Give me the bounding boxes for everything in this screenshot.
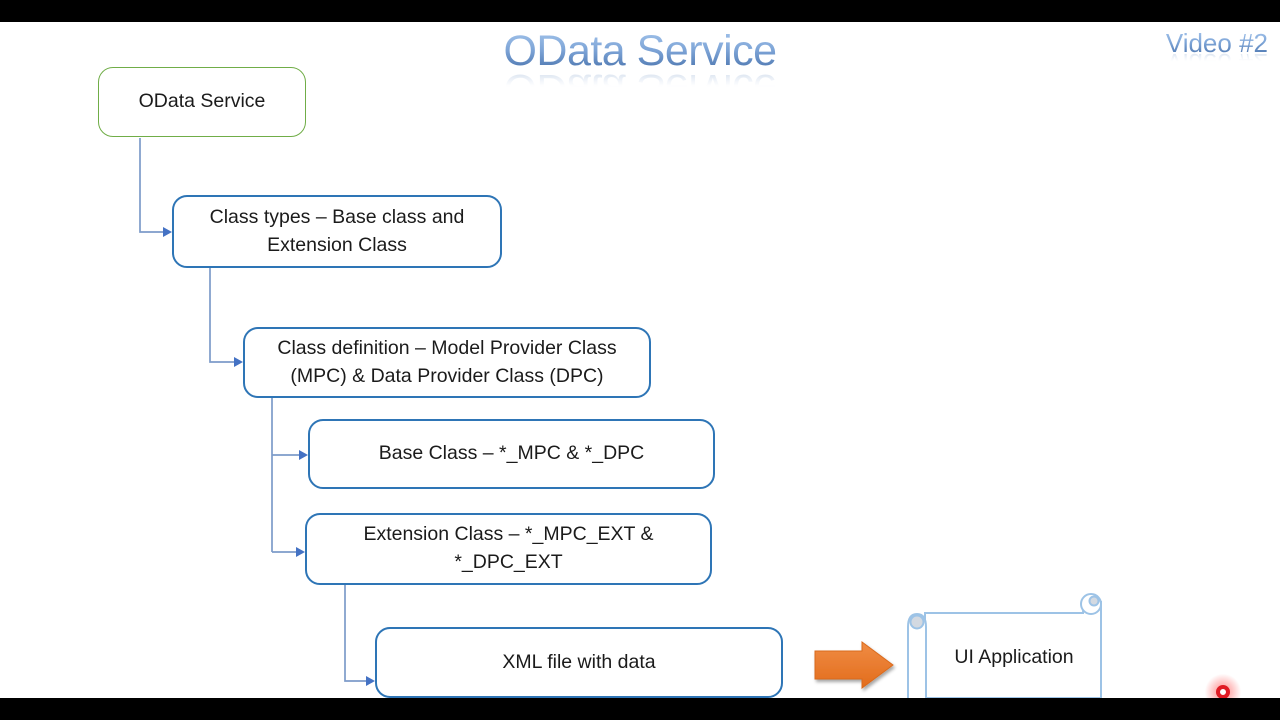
node-label: Class definition – Model Provider Class … [277, 336, 617, 387]
node-extension-class: Extension Class – *_MPC_EXT & *_DPC_EXT [305, 513, 712, 585]
video-number-label: Video #2 [1165, 28, 1268, 58]
letterbox-bottom [0, 698, 1280, 720]
node-ui-application: UI Application [930, 622, 1098, 692]
letterbox-top [0, 0, 1280, 22]
node-label: OData Service [138, 90, 266, 113]
node-label: Base Class – *_MPC & *_DPC [378, 442, 645, 465]
node-label: UI Application [954, 645, 1074, 668]
node-label: Extension Class – *_MPC_EXT & *_DPC_EXT [363, 523, 654, 573]
slide-title: OData Service [0, 27, 1280, 75]
node-xml-file: XML file with data [375, 627, 783, 698]
node-class-types: Class types – Base class and Extension C… [172, 195, 502, 268]
node-base-class: Base Class – *_MPC & *_DPC [308, 419, 715, 489]
node-label: XML file with data [502, 650, 656, 673]
node-class-definition: Class definition – Model Provider Class … [243, 327, 651, 398]
recording-dot [1216, 685, 1230, 699]
node-odata-service: OData Service [98, 67, 306, 137]
node-label: Class types – Base class and Extension C… [209, 205, 465, 256]
